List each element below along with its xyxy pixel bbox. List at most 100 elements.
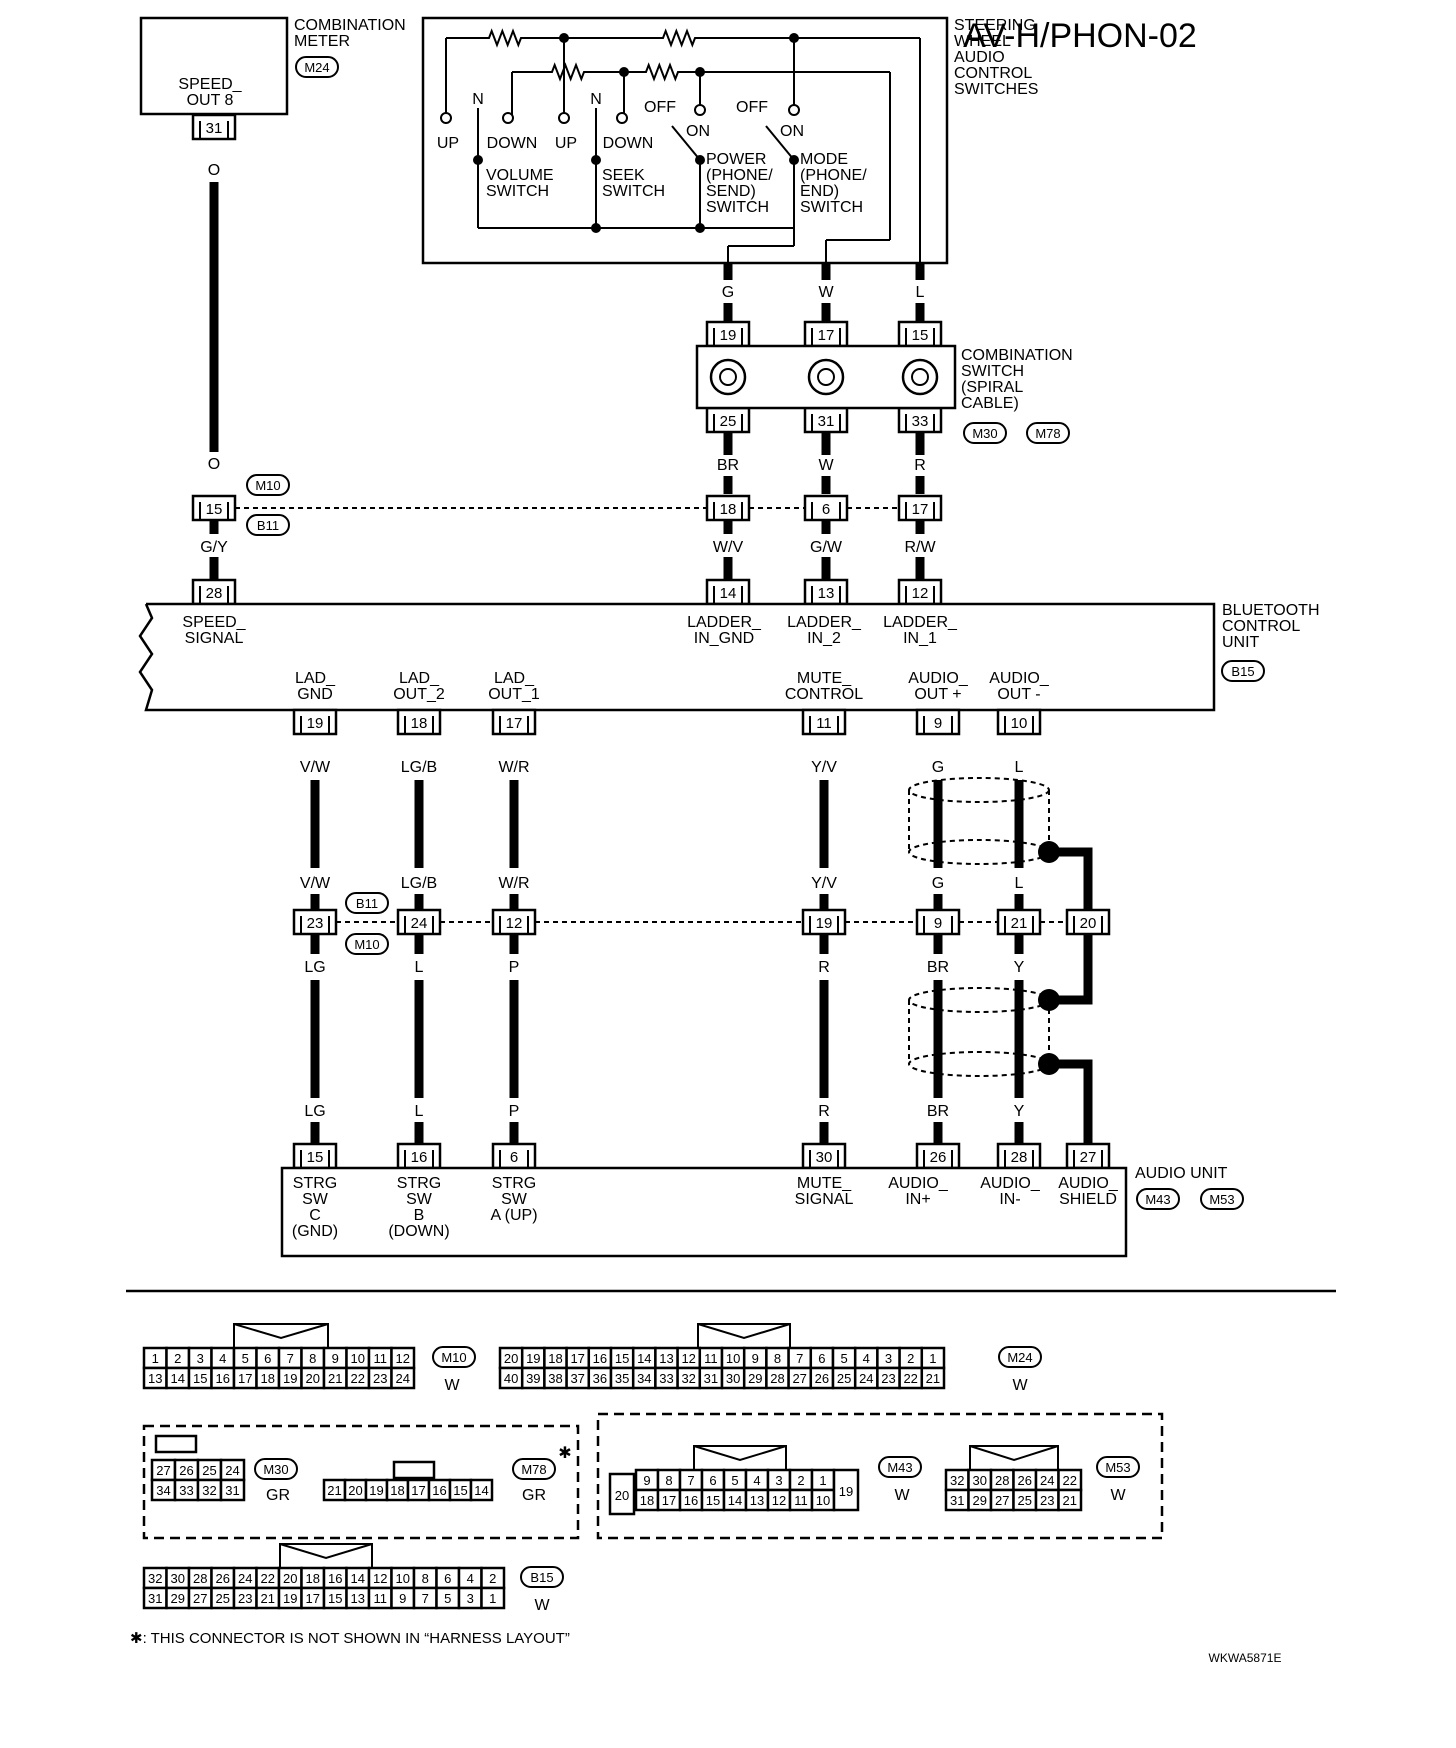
m53-pin: 27 xyxy=(995,1493,1009,1508)
b15-pin: 24 xyxy=(238,1571,252,1586)
steering-wire-color: G xyxy=(722,284,734,301)
m10-pin: 24 xyxy=(396,1371,410,1386)
m43-pin: 18 xyxy=(640,1493,654,1508)
m24-pin: 16 xyxy=(593,1351,607,1366)
m53-pin: 31 xyxy=(950,1493,964,1508)
m30-view-id-text: M30 xyxy=(263,1462,288,1477)
m24-pin: 5 xyxy=(840,1351,847,1366)
joint-lower-above-color: LG/B xyxy=(401,875,437,892)
m10-pin: 8 xyxy=(309,1351,316,1366)
resistor xyxy=(446,28,564,48)
m53-pin: 29 xyxy=(973,1493,987,1508)
seek-n: N xyxy=(590,91,602,108)
b15-oval xyxy=(1221,660,1265,682)
b15-pin: 21 xyxy=(261,1591,275,1606)
spiral-top-pin-pin: 15 xyxy=(912,327,929,344)
m24-pin: 11 xyxy=(704,1351,718,1366)
m24-view-id-text: M24 xyxy=(1007,1350,1032,1365)
m53-color: W xyxy=(1110,1487,1126,1504)
shield-bottom-ellipse xyxy=(908,1051,1050,1077)
bt-top-pin-pin: 28 xyxy=(206,585,223,602)
bt-bottom-terminal: LAD_OUT_1 xyxy=(488,670,540,703)
joint-upper-wire-color: W/V xyxy=(713,539,744,556)
m43-left-pin: 20 xyxy=(615,1488,629,1503)
m24-pin: 4 xyxy=(863,1351,870,1366)
m24-pin: 39 xyxy=(526,1371,540,1386)
b15-pin: 29 xyxy=(171,1591,185,1606)
m53-oval-text: M53 xyxy=(1209,1192,1234,1207)
m30-pin: 34 xyxy=(156,1483,170,1498)
b15-pin: 14 xyxy=(351,1571,365,1586)
joint-lower-pin-pin: 12 xyxy=(506,915,523,932)
m24-pin: 37 xyxy=(570,1371,584,1386)
b15-pin: 8 xyxy=(422,1571,429,1586)
junction-dot xyxy=(789,33,799,43)
connector-hood xyxy=(233,1323,329,1348)
m10-pin: 18 xyxy=(261,1371,275,1386)
m10-cell xyxy=(390,1366,416,1390)
m10-pin: 5 xyxy=(242,1351,249,1366)
steering-wire-color: W xyxy=(818,284,834,301)
b15-pin: 23 xyxy=(238,1591,252,1606)
m24-pin: 29 xyxy=(748,1371,762,1386)
audio-wire-color: LG xyxy=(304,1103,325,1120)
m43-pin: 11 xyxy=(794,1493,808,1508)
m10-color: W xyxy=(444,1377,460,1394)
bt-top-pin-pin: 14 xyxy=(720,585,737,602)
shield-top-ellipse xyxy=(908,839,1050,865)
seek-up: UP xyxy=(555,135,577,152)
m24-pin: 9 xyxy=(752,1351,759,1366)
bt-top-pin-pin: 12 xyxy=(912,585,929,602)
m10-oval-lower-text: M10 xyxy=(354,937,379,952)
m78-view-id xyxy=(512,1458,556,1480)
b15-pin: 2 xyxy=(489,1571,496,1586)
power-off: OFF xyxy=(644,99,676,116)
m43-color: W xyxy=(894,1487,910,1504)
resistor xyxy=(624,62,700,82)
mode-lever xyxy=(765,125,795,161)
spiral-wire-color: W xyxy=(818,457,834,474)
m24-pin: 1 xyxy=(929,1351,936,1366)
m53-pin: 32 xyxy=(950,1473,964,1488)
bt-bottom-pin-pin: 19 xyxy=(307,715,324,732)
m43-pin: 13 xyxy=(750,1493,764,1508)
m78-oval-text: M78 xyxy=(1035,426,1060,441)
connector-hood-latch xyxy=(279,1543,373,1560)
b15-pin: 31 xyxy=(148,1591,162,1606)
m30-pin: 31 xyxy=(225,1483,239,1498)
m10-pin: 7 xyxy=(287,1351,294,1366)
m78-color: GR xyxy=(522,1487,546,1504)
b15-pin: 15 xyxy=(328,1591,342,1606)
bt-bottom-terminal: AUDIO_OUT + xyxy=(908,670,969,703)
audio-shield-pin-pin: 27 xyxy=(1080,1149,1097,1166)
connector-group-frame xyxy=(142,1424,580,1540)
m43-pin: 5 xyxy=(731,1473,738,1488)
bt-wire-color: W/R xyxy=(498,759,529,776)
audio-unit-box xyxy=(280,1166,1128,1258)
m24-pin: 18 xyxy=(548,1351,562,1366)
b15-pin: 25 xyxy=(216,1591,230,1606)
volume-up: UP xyxy=(437,135,459,152)
power-on: ON xyxy=(686,123,710,140)
m24-pin: 24 xyxy=(859,1371,873,1386)
m78-pin: 20 xyxy=(348,1483,362,1498)
joint-lower-pin-pin: 21 xyxy=(1011,915,1028,932)
m24-color: W xyxy=(1012,1377,1028,1394)
junction-dot xyxy=(591,223,601,233)
b15-pin: 1 xyxy=(489,1591,496,1606)
m24-pin: 38 xyxy=(548,1371,562,1386)
b11-oval-lower-text: B11 xyxy=(356,896,378,911)
audio-terminal: AUDIO_IN- xyxy=(980,1175,1041,1208)
joint-upper-pin-pin: 17 xyxy=(912,501,929,518)
bt-top-terminal: LADDER_IN_2 xyxy=(787,614,862,647)
junction-dot xyxy=(695,223,705,233)
joint-lower-above-color: V/W xyxy=(300,875,331,892)
m10-oval-upper xyxy=(246,474,290,496)
spiral-top-pin-pin: 19 xyxy=(720,327,737,344)
b15-pin: 17 xyxy=(306,1591,320,1606)
open-contact xyxy=(558,112,570,124)
m10-pin: 3 xyxy=(197,1351,204,1366)
speed-out-terminal: SPEED_OUT 8 xyxy=(178,76,242,109)
power-lever xyxy=(671,125,701,161)
